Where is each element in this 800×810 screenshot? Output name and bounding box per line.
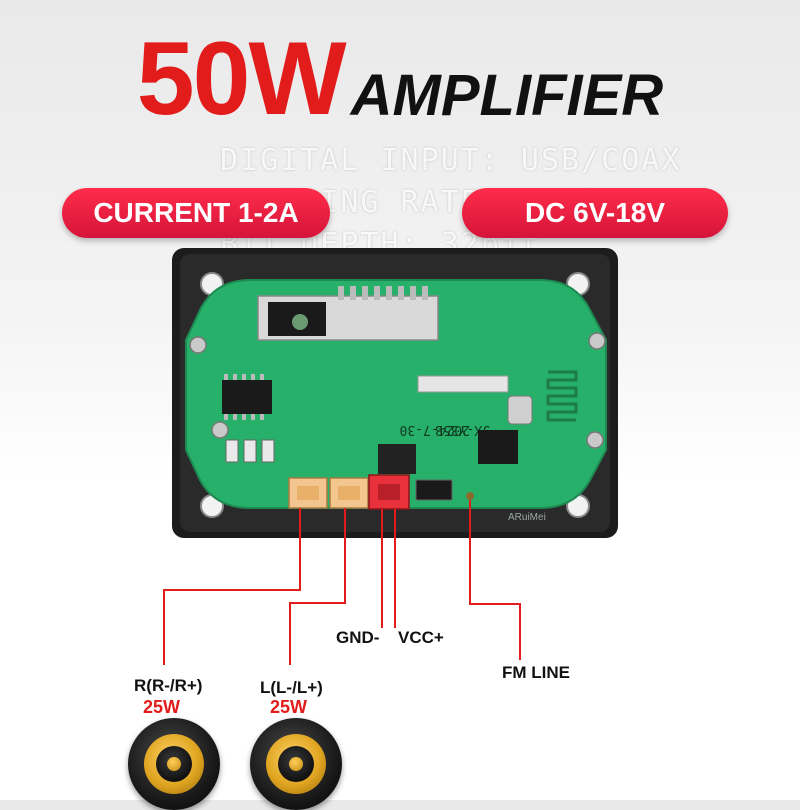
left-speaker-wire-a xyxy=(289,508,346,665)
voltage-badge: DC 6V-18V xyxy=(462,188,728,238)
fm-line-wire xyxy=(469,500,521,660)
board-model-print: JX-Y35B xyxy=(435,422,490,437)
voltage-regulator xyxy=(378,444,416,474)
gnd-label: GND- xyxy=(336,628,380,647)
right-power-label: 25W xyxy=(143,697,181,717)
amplifier-ic xyxy=(222,380,272,414)
right-speaker-icon xyxy=(128,718,220,810)
pcb-antenna xyxy=(546,370,578,422)
header-pins xyxy=(415,479,453,501)
power-connector-slot xyxy=(378,484,400,500)
left-connector-slot xyxy=(338,486,360,500)
wiring xyxy=(163,500,521,665)
crystal-oscillator xyxy=(507,395,533,425)
left-speaker-icon xyxy=(250,718,342,810)
board-screws xyxy=(189,332,606,449)
headline-product: AMPLIFIER xyxy=(350,63,664,128)
board-watermark: ARuiMei xyxy=(508,512,546,523)
left-channel-label: L(L-/L+) xyxy=(260,678,323,697)
vcc-label: VCC+ xyxy=(398,628,444,647)
fm-line-label: FM LINE xyxy=(502,663,570,682)
headline-power: 50W xyxy=(136,21,347,137)
right-channel-label: R(R-/R+) xyxy=(134,676,203,695)
amplifier-ic-pins xyxy=(224,374,264,420)
resistor-bank xyxy=(225,439,275,463)
sd-slot-tab xyxy=(292,314,308,330)
right-connector-slot xyxy=(297,486,319,500)
fm-antenna-pad xyxy=(466,492,474,500)
background-line-1: DIGITAL INPUT: USB/COAX xyxy=(220,143,682,178)
header-strip xyxy=(417,375,509,393)
sd-slot-pins xyxy=(338,286,428,300)
bluetooth-chip xyxy=(478,430,518,464)
current-badge: CURRENT 1-2A xyxy=(62,188,330,238)
left-power-label: 25W xyxy=(270,697,308,717)
board-date-print: 2024-7-30 xyxy=(400,422,470,437)
right-speaker-wire-a xyxy=(163,508,301,665)
